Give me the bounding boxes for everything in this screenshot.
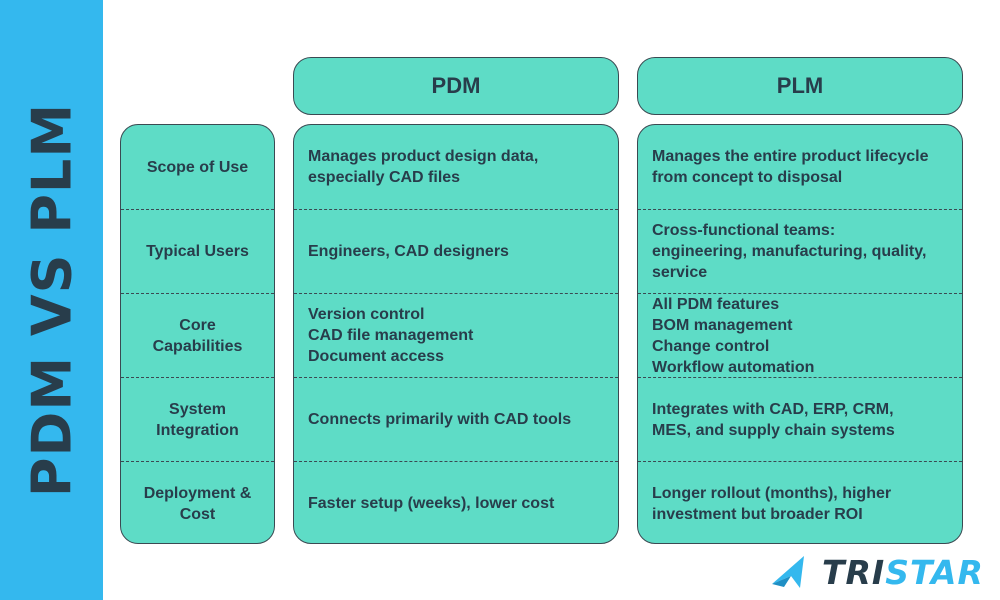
plm-column-header-label: PLM bbox=[776, 73, 824, 98]
plm-cell: Manages the entire product lifecycle fro… bbox=[638, 125, 962, 209]
row-label: Typical Users bbox=[146, 243, 249, 260]
logo-text-tri: TRI bbox=[822, 552, 886, 592]
plm-cell: Cross-functional teams: engineering, man… bbox=[638, 209, 962, 293]
plm-cell-text: Manages the entire product lifecycle fro… bbox=[652, 148, 929, 186]
plm-cell: Longer rollout (months), higher investme… bbox=[638, 461, 962, 543]
pdm-cell: Version control CAD file management Docu… bbox=[294, 293, 618, 377]
row-labels-column: Scope of Use Typical Users Core Capabili… bbox=[120, 124, 275, 544]
sidebar: PDM VS PLM bbox=[0, 0, 103, 600]
pdm-cell-text: Connects primarily with CAD tools bbox=[308, 411, 572, 428]
pdm-cell-text: Manages product design data, especially … bbox=[308, 148, 539, 186]
row-label-cell: Scope of Use bbox=[121, 125, 274, 209]
pdm-column-header: PDM bbox=[293, 57, 619, 115]
plm-cell: Integrates with CAD, ERP, CRM, MES, and … bbox=[638, 377, 962, 461]
row-label: Scope of Use bbox=[146, 158, 249, 176]
row-label-cell: Core Capabilities bbox=[121, 293, 274, 377]
logo-text-star: STAR bbox=[885, 552, 984, 592]
plm-column: Manages the entire product lifecycle fro… bbox=[637, 124, 963, 544]
row-label: System Integration bbox=[156, 400, 239, 439]
plm-column-header: PLM bbox=[637, 57, 963, 115]
logo-wordmark: TRISTAR bbox=[822, 553, 984, 592]
plm-cell-text: All PDM features BOM management Change c… bbox=[652, 295, 815, 376]
plm-cell-text: Integrates with CAD, ERP, CRM, MES, and … bbox=[652, 400, 895, 439]
pdm-column-header-label: PDM bbox=[431, 73, 481, 98]
pdm-cell-text: Faster setup (weeks), lower cost bbox=[308, 495, 555, 512]
plm-cell: All PDM features BOM management Change c… bbox=[638, 293, 962, 377]
sidebar-title: PDM VS PLM bbox=[20, 102, 84, 498]
row-label-cell: Deployment & Cost bbox=[121, 461, 274, 543]
pdm-column: Manages product design data, especially … bbox=[293, 124, 619, 544]
row-label: Deployment & Cost bbox=[143, 484, 252, 523]
row-label-cell: System Integration bbox=[121, 377, 274, 461]
plm-cell-text: Longer rollout (months), higher investme… bbox=[652, 484, 892, 523]
pdm-cell-text: Version control CAD file management Docu… bbox=[308, 306, 474, 365]
pdm-cell: Manages product design data, especially … bbox=[294, 125, 618, 209]
tristar-arrow-icon bbox=[772, 556, 804, 588]
row-label: Core Capabilities bbox=[152, 316, 243, 355]
pdm-cell: Engineers, CAD designers bbox=[294, 209, 618, 293]
row-label-cell: Typical Users bbox=[121, 209, 274, 293]
pdm-cell: Faster setup (weeks), lower cost bbox=[294, 461, 618, 543]
pdm-cell: Connects primarily with CAD tools bbox=[294, 377, 618, 461]
plm-cell-text: Cross-functional teams: engineering, man… bbox=[652, 222, 927, 281]
tristar-logo: TRISTAR bbox=[770, 552, 995, 592]
pdm-cell-text: Engineers, CAD designers bbox=[308, 243, 509, 260]
